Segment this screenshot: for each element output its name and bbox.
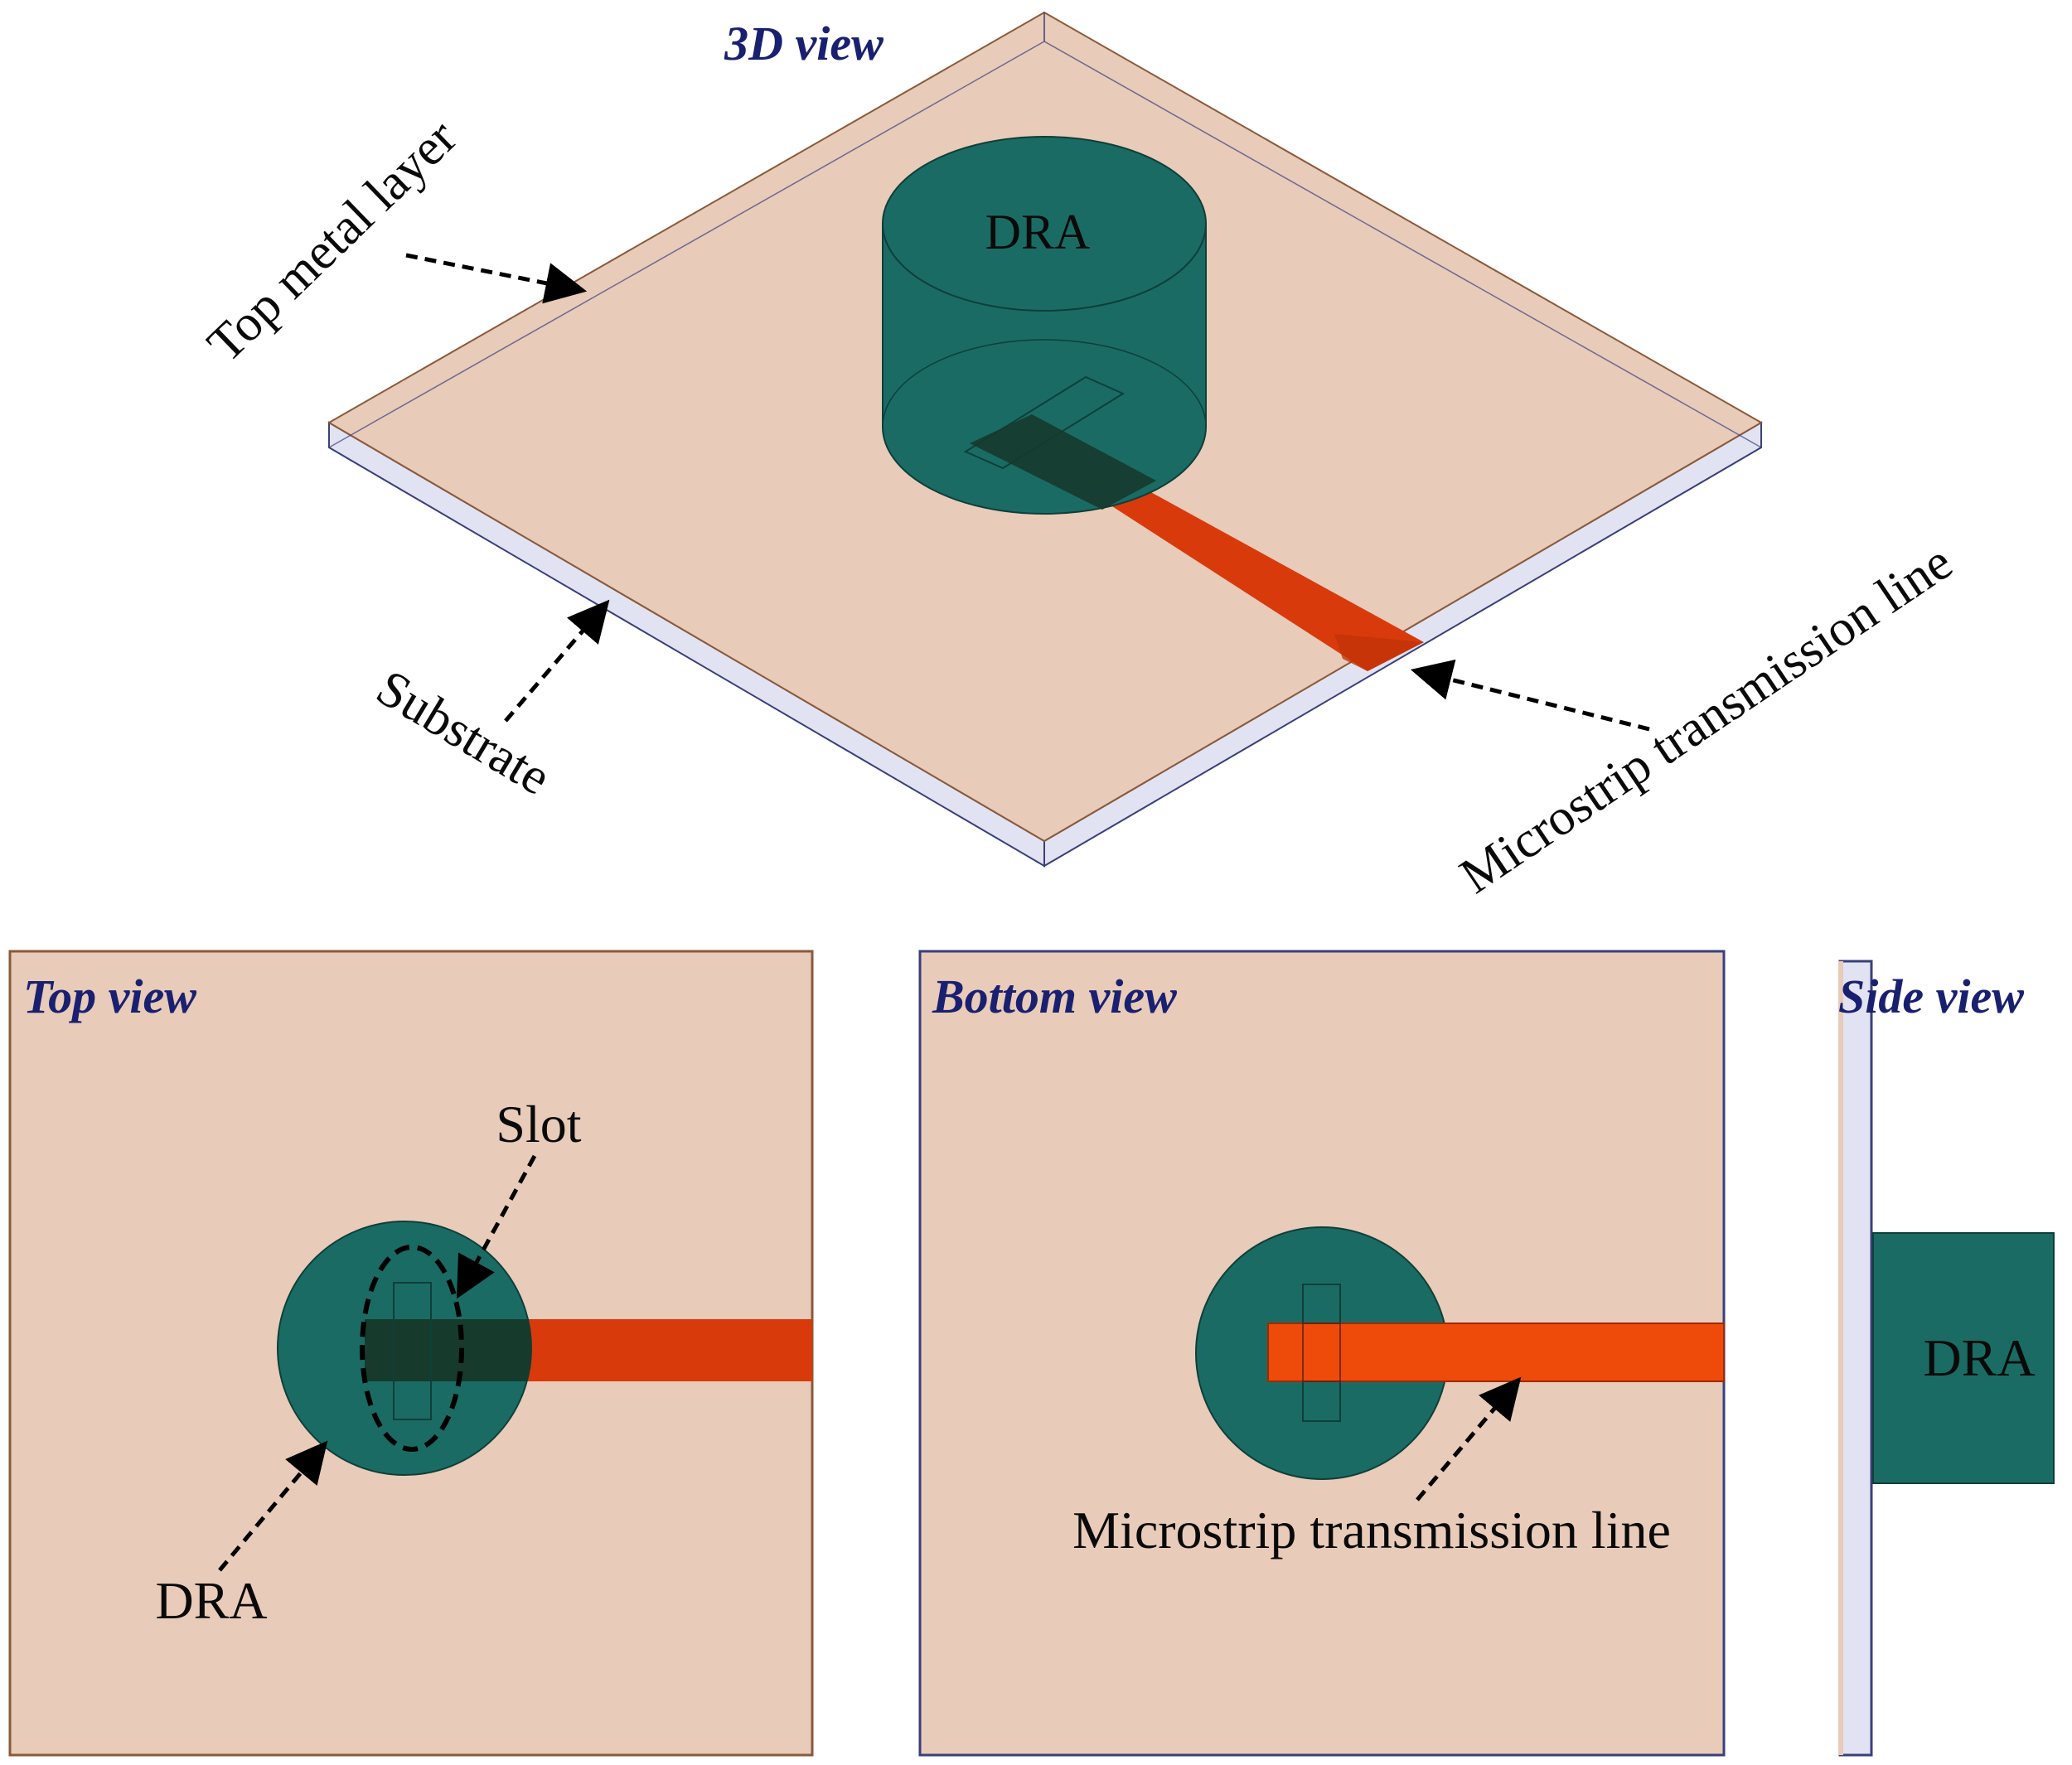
- view-top: Top view Slot DRA: [8, 950, 814, 1757]
- top-view-dra-label: DRA: [155, 1571, 267, 1630]
- top-view-dra-arrow: [218, 1440, 328, 1572]
- view-side: Side view DRA: [1838, 960, 2055, 1757]
- side-view-metal: [1838, 961, 1843, 1755]
- side-view-title: Side view: [1838, 970, 2024, 1023]
- top-view-slot: [393, 1282, 432, 1420]
- microstrip-3d-label: Microstrip transmission line: [1450, 534, 1963, 904]
- slot-arrow: [457, 1154, 537, 1299]
- bottom-view-feedline: [1267, 1323, 1725, 1382]
- microstrip-3d-edge: [1334, 634, 1424, 671]
- top-metal-arrow: [405, 253, 588, 304]
- side-view-substrate: [1838, 960, 1873, 1757]
- substrate-arrow: [504, 599, 610, 723]
- dra-cylinder: DRA: [882, 136, 1207, 515]
- side-view-dra-label: DRA: [1923, 1328, 2035, 1387]
- view-bottom: Bottom view Microstrip transmission line: [918, 950, 1726, 1757]
- dra-3d-label: DRA: [985, 205, 1091, 259]
- top-metal-layer-label: Top metal layer: [196, 109, 467, 373]
- view-3d-title: 3D view: [724, 17, 884, 70]
- bottom-view-microstrip-label: Microstrip transmission line: [1072, 1501, 1671, 1559]
- microstrip-3d-arrow: [1410, 659, 1650, 732]
- view-3d: DRA 3D view Top metal layer Substrate Mi…: [196, 11, 1963, 905]
- bottom-view-title: Bottom view: [932, 970, 1177, 1023]
- bottom-view-microstrip-arrow: [1416, 1376, 1522, 1501]
- side-view-dra: [1872, 1232, 2055, 1484]
- top-view-slot-highlight: [360, 1245, 464, 1452]
- slot-label: Slot: [496, 1095, 581, 1153]
- top-view-title: Top view: [23, 970, 196, 1023]
- top-view-feedline: [514, 1319, 812, 1381]
- substrate-label: Substrate: [367, 660, 560, 806]
